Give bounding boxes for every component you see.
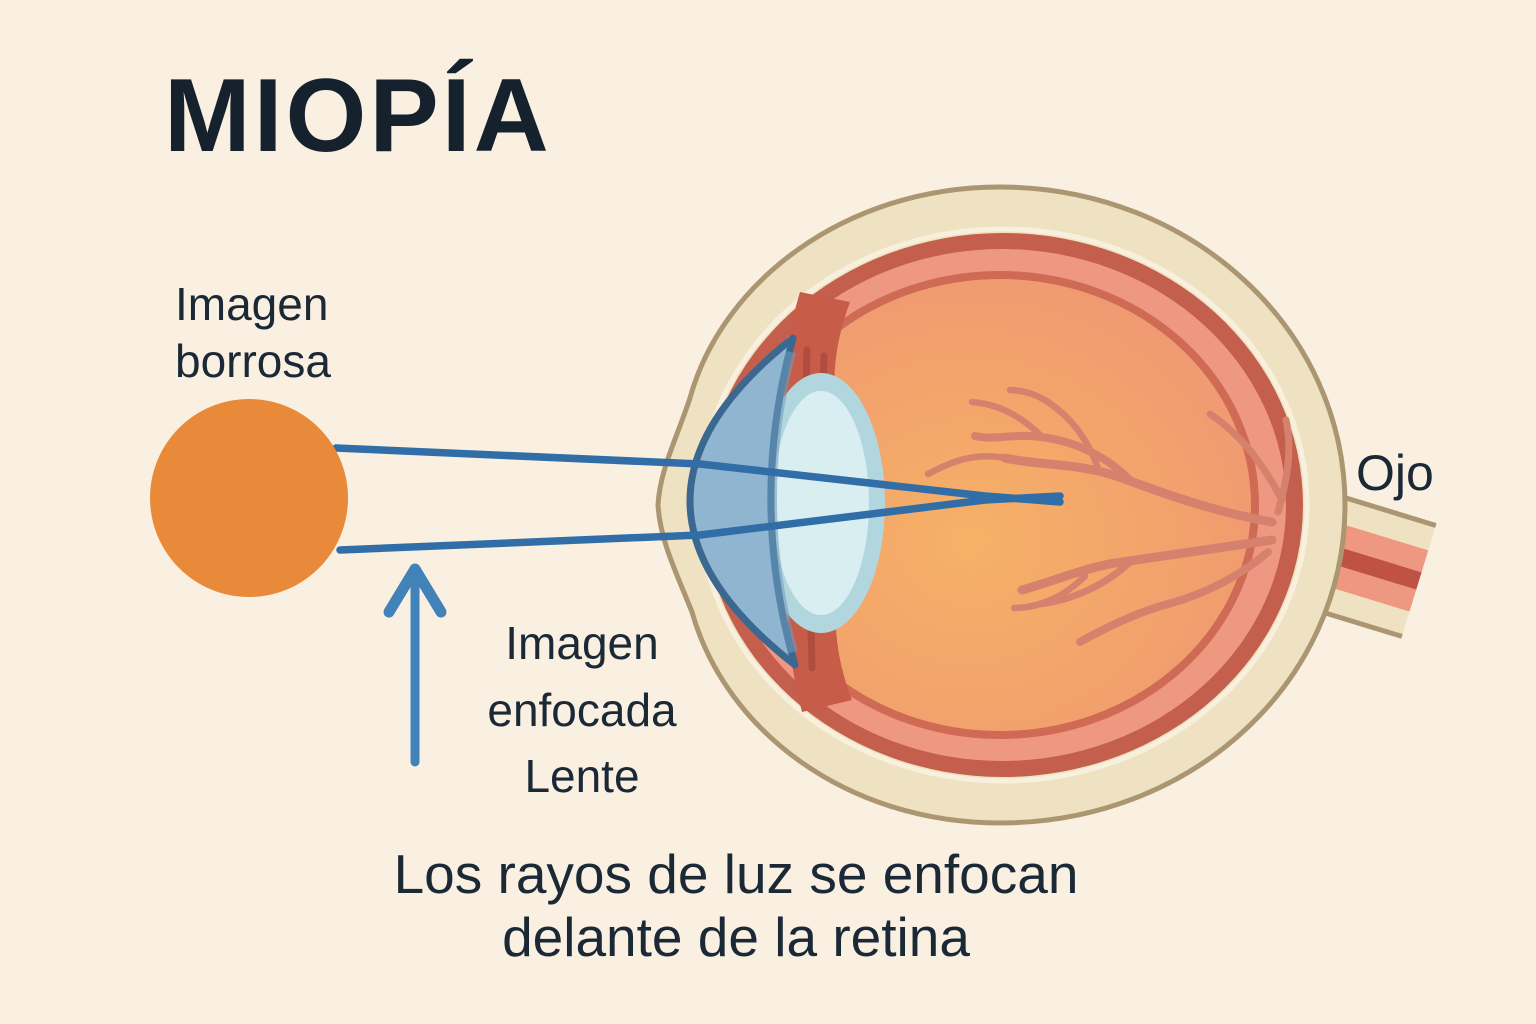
focus-arrow-head <box>383 563 447 618</box>
label-ojo: Ojo <box>1356 445 1434 501</box>
caption: Los rayos de luz se enfocan delante de l… <box>118 843 1354 968</box>
light-ray-bottom <box>336 492 1064 554</box>
label-imagen-enfocada-line3: Lente <box>524 750 640 803</box>
page-title: MIOPÍA <box>164 58 552 174</box>
label-imagen-borrosa-line1: Imagen <box>175 278 329 330</box>
label-imagen-borrosa: Imagen borrosa <box>175 276 331 390</box>
label-imagen-borrosa-line2: borrosa <box>175 335 331 388</box>
object-circle <box>150 399 348 597</box>
label-imagen-enfocada-line1: Imagen <box>505 617 659 669</box>
caption-line2: delante de la retina <box>502 905 970 968</box>
label-imagen-enfocada-line2: enfocada <box>487 683 677 736</box>
cornea-inner-shade <box>767 350 798 654</box>
retinal-vessels <box>924 386 1293 646</box>
light-rays <box>332 444 1064 554</box>
lens <box>757 373 885 633</box>
caption-line1: Los rayos de luz se enfocan <box>393 843 1079 905</box>
label-imagen-enfocada-lente: Imagen enfocada Lente <box>432 610 732 810</box>
focus-arrow <box>383 563 447 767</box>
